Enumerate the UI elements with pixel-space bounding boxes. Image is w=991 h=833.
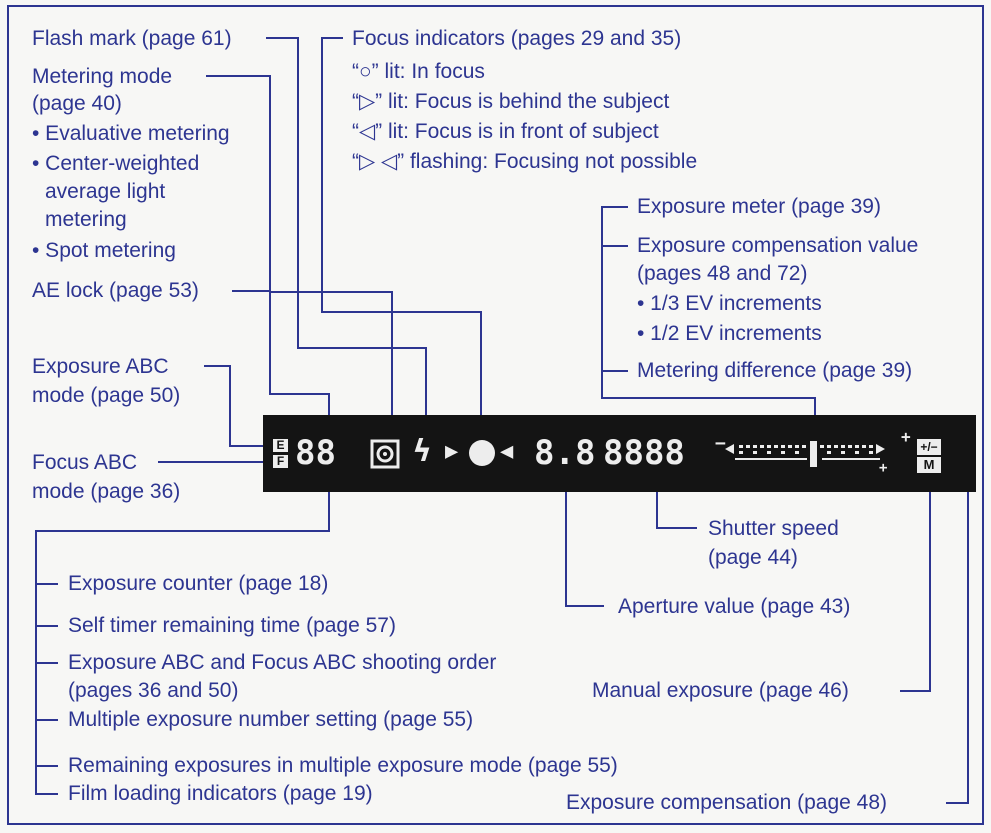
focus-behind-icon: ▶ — [445, 439, 459, 464]
label-exposure-abc: Exposure ABC — [32, 355, 169, 378]
counter-item-exposure-counter: Exposure counter (page 18) — [68, 572, 329, 595]
leader-exposure-abc — [204, 365, 271, 447]
leader-aperture-value — [565, 478, 604, 607]
label-focus-abc: Focus ABC — [32, 451, 138, 474]
shutter-speed-display: 8888 — [603, 433, 685, 473]
flash-mark-icon: ϟ — [413, 434, 432, 469]
leader-counter-group — [35, 478, 330, 795]
metering-item-center-weighted-3: metering — [45, 208, 127, 231]
metering-item-evaluative: • Evaluative metering — [32, 122, 230, 145]
meter-minus-sign: − — [715, 433, 726, 454]
metering-item-spot: • Spot metering — [32, 239, 176, 262]
metering-mode-icon — [370, 439, 400, 469]
lcd-panel: E F 88 ϟ ▶ ◀ 8.8 8888 − — [263, 415, 976, 492]
ev-item-half: • 1/2 EV increments — [637, 322, 822, 345]
label-ae-lock: AE lock (page 53) — [32, 279, 199, 302]
label-exposure-meter: Exposure meter (page 39) — [637, 195, 881, 218]
meter-plus-sign: + — [901, 427, 911, 446]
counter-item-shooting-order: Exposure ABC and Focus ABC shooting orde… — [68, 651, 497, 674]
label-shutter-speed: Shutter speed — [708, 517, 839, 540]
label-aperture-value: Aperture value (page 43) — [618, 595, 851, 618]
ev-item-third: • 1/3 EV increments — [637, 292, 822, 315]
leader-focus-indicators — [321, 37, 482, 447]
manual-exposure-icon: M — [917, 457, 941, 473]
label-exposure-compensation: Exposure compensation (page 48) — [566, 791, 888, 814]
counter-item-self-timer: Self timer remaining time (page 57) — [68, 614, 396, 637]
focus-abc-indicator: F — [273, 455, 288, 468]
label-focus-indicators: Focus indicators (pages 29 and 35) — [352, 27, 682, 50]
exposure-abc-indicator: E — [273, 439, 288, 452]
leader-flash-mark — [266, 37, 427, 447]
exposure-compensation-icon: +/− — [917, 439, 941, 455]
leader-exposure-compensation — [946, 447, 969, 804]
label-exposure-comp-value: Exposure compensation value — [637, 234, 919, 257]
meter-plus-sign-lower: + — [879, 460, 888, 476]
label-exposure-abc-page: mode (page 50) — [32, 384, 181, 407]
metering-item-center-weighted: • Center-weighted — [32, 152, 200, 175]
focus-line-in-focus: “○” lit: In focus — [352, 60, 485, 83]
counter-item-film-loading: Film loading indicators (page 19) — [68, 782, 373, 805]
label-metering-mode-page: (page 40) — [32, 92, 122, 115]
leader-manual-exposure — [900, 478, 931, 692]
leader-ae-lock — [232, 290, 330, 440]
exposure-meter-scale — [725, 441, 885, 467]
counter-item-remaining: Remaining exposures in multiple exposure… — [68, 754, 618, 777]
focus-front-icon: ◀ — [500, 439, 514, 464]
leader-exposure-meter-group — [601, 206, 816, 432]
label-metering-mode: Metering mode — [32, 65, 173, 88]
leader-shutter-speed — [656, 478, 697, 529]
metering-item-center-weighted-2: average light — [45, 180, 166, 203]
label-flash-mark: Flash mark (page 61) — [32, 27, 232, 50]
in-focus-icon — [469, 440, 495, 466]
label-shutter-speed-page: (page 44) — [708, 546, 798, 569]
focus-line-behind: “▷” lit: Focus is behind the subject — [352, 90, 670, 113]
counter-item-shooting-order-pages: (pages 36 and 50) — [68, 679, 239, 702]
label-focus-abc-page: mode (page 36) — [32, 480, 181, 503]
label-metering-difference: Metering difference (page 39) — [637, 359, 913, 382]
exposure-counter-display: 88 — [295, 433, 336, 473]
counter-item-multiple-setting: Multiple exposure number setting (page 5… — [68, 708, 474, 731]
aperture-display: 8.8 — [534, 433, 596, 473]
focus-line-not-possible: “▷ ◁” flashing: Focusing not possible — [352, 150, 698, 173]
label-manual-exposure: Manual exposure (page 46) — [592, 679, 849, 702]
focus-line-front: “◁” lit: Focus is in front of subject — [352, 120, 659, 143]
label-exposure-comp-value-page: (pages 48 and 72) — [637, 262, 808, 285]
